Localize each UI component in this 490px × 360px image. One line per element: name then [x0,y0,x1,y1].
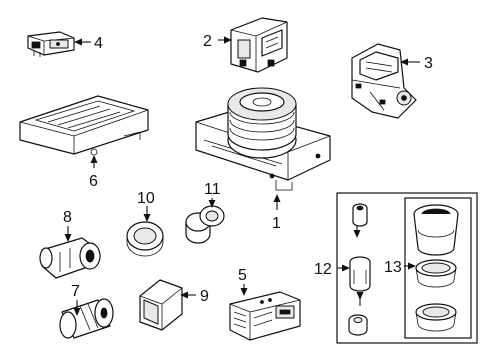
part-2-switch-block [230,17,288,73]
callout-2: 2 [203,33,232,50]
callout-4-label: 4 [94,35,103,52]
callout-6: 6 [89,155,98,190]
callout-10-label: 10 [137,190,155,207]
part-11-cap [185,205,225,244]
part-7-socket [59,298,114,339]
callout-2-label: 2 [203,33,212,50]
callout-4: 4 [74,35,103,52]
callout-10: 10 [137,190,155,222]
callout-8: 8 [63,209,72,242]
part-3-selector-module [351,43,417,119]
callout-3: 3 [400,55,433,72]
callout-8-label: 8 [63,209,72,226]
callout-12-label: 12 [314,261,332,278]
callout-13: 13 [384,259,416,276]
callout-1-label: 1 [272,215,281,232]
part-12-lighter-components [348,203,371,336]
callout-7-label: 7 [71,283,80,300]
callout-11-label: 11 [204,181,221,198]
callout-3-label: 3 [424,55,433,72]
callout-7: 7 [71,283,81,316]
callout-9-label: 9 [200,288,209,305]
callout-1: 1 [272,194,281,232]
callout-5: 5 [238,267,248,296]
part-4-switch [27,31,75,57]
part-8-socket [39,237,101,279]
part-1-rotary-controller [195,87,331,191]
callout-6-label: 6 [89,173,98,190]
part-13-cup-rings [413,204,459,332]
part-10-ring [126,221,164,257]
part-5-usb-module [229,291,301,341]
part-6-charging-pad [19,95,149,156]
callout-5-label: 5 [238,267,247,284]
part-9-module [139,279,183,331]
callout-13-label: 13 [384,259,402,276]
callout-12: 12 [314,226,364,306]
callout-11: 11 [204,181,221,208]
callout-9: 9 [180,288,209,305]
